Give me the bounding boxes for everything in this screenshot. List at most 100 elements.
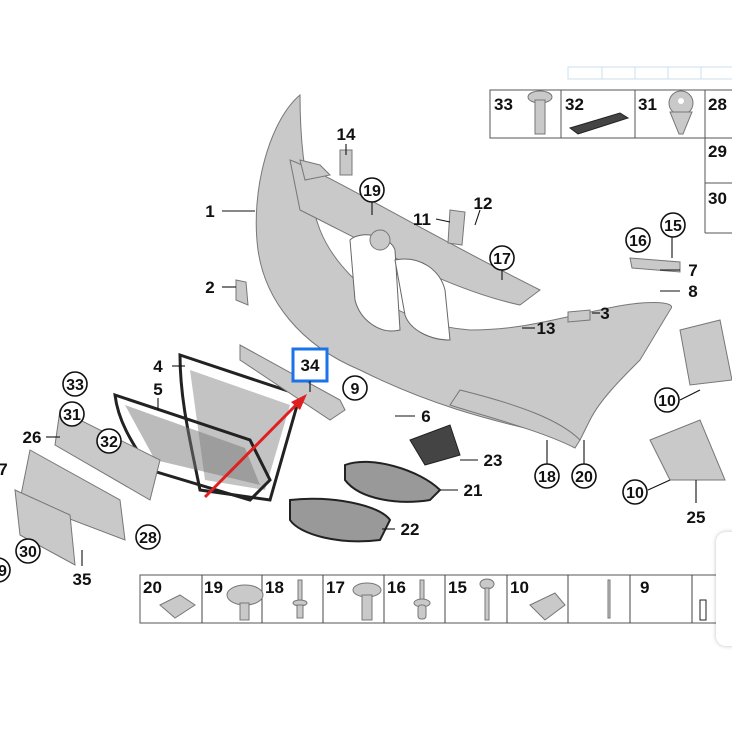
part-14 bbox=[339, 149, 353, 176]
plain-callouts: 14 1 12 11 2 3 13 7 8 4 5 6 23 21 22 26 … bbox=[0, 125, 705, 589]
callout-26: 26 bbox=[23, 428, 42, 447]
circled-callouts: 19 17 16 15 9 10 10 18 20 33 31 32 28 30… bbox=[0, 177, 686, 583]
callout-30: 30 bbox=[15, 538, 41, 564]
callout-22: 22 bbox=[401, 520, 420, 539]
svg-text:10: 10 bbox=[658, 393, 676, 410]
highlight-callout-34[interactable]: 34 bbox=[291, 347, 329, 392]
callout-28: 28 bbox=[135, 524, 161, 550]
screw-washer-icon bbox=[226, 584, 264, 621]
svg-text:17: 17 bbox=[493, 251, 511, 268]
bottom-cell-10: 10 bbox=[510, 578, 529, 597]
callout-35: 35 bbox=[73, 570, 92, 589]
svg-text:33: 33 bbox=[66, 377, 84, 394]
callout-25: 25 bbox=[687, 508, 706, 527]
svg-text:30: 30 bbox=[19, 544, 37, 561]
callout-32: 32 bbox=[96, 428, 122, 454]
svg-text:20: 20 bbox=[575, 469, 593, 486]
callout-18: 18 bbox=[534, 463, 560, 489]
callout-13: 13 bbox=[537, 319, 556, 338]
bottom-cell-15: 15 bbox=[448, 578, 467, 597]
callout-14: 14 bbox=[337, 125, 356, 144]
bottom-parts-table: 20 19 18 17 16 15 10 9 bbox=[139, 574, 732, 624]
callout-8: 8 bbox=[688, 282, 697, 301]
side-panel[interactable] bbox=[716, 532, 732, 646]
pad-icon bbox=[568, 112, 630, 135]
callout-21: 21 bbox=[464, 481, 483, 500]
clip-icon bbox=[668, 90, 694, 135]
svg-text:19: 19 bbox=[363, 183, 381, 200]
clip-nut-icon bbox=[529, 592, 566, 621]
side-cell-29: 29 bbox=[708, 142, 727, 161]
top-cell-32: 32 bbox=[565, 95, 584, 114]
bracket-10-upper bbox=[679, 319, 732, 386]
leader-lines bbox=[46, 144, 701, 566]
svg-text:18: 18 bbox=[538, 469, 556, 486]
svg-text:16: 16 bbox=[629, 233, 647, 250]
top-parts-table: 33 32 31 28 29 30 bbox=[489, 89, 732, 234]
bottom-cell-17: 17 bbox=[326, 578, 345, 597]
callout-20: 20 bbox=[571, 463, 597, 489]
callout-16: 16 bbox=[625, 227, 651, 253]
lower-grille-center bbox=[113, 392, 272, 502]
red-arrow-icon bbox=[203, 394, 307, 499]
bracket-23 bbox=[409, 424, 461, 466]
callout-12: 12 bbox=[474, 194, 493, 213]
partial-part-icon bbox=[699, 599, 707, 621]
part-3 bbox=[567, 309, 591, 323]
part-11 bbox=[447, 209, 466, 246]
screw-icon bbox=[352, 582, 382, 621]
svg-text:10: 10 bbox=[626, 485, 644, 502]
callout-5: 5 bbox=[153, 380, 162, 399]
top-cell-28: 28 bbox=[708, 95, 727, 114]
svg-text:9: 9 bbox=[351, 381, 360, 398]
callout-19: 19 bbox=[359, 177, 385, 203]
callout-1: 1 bbox=[205, 202, 214, 221]
faint-header-strip bbox=[567, 66, 732, 80]
grille-22 bbox=[289, 497, 392, 543]
callout-3: 3 bbox=[600, 304, 609, 323]
pin-icon bbox=[607, 579, 611, 619]
bottom-cell-20: 20 bbox=[143, 578, 162, 597]
bottom-cell-18: 18 bbox=[265, 578, 284, 597]
plate-35 bbox=[14, 489, 76, 566]
fog-grille-21 bbox=[344, 460, 442, 503]
svg-text:15: 15 bbox=[664, 218, 682, 235]
callout-9: 9 bbox=[342, 375, 368, 401]
top-cell-33: 33 bbox=[494, 95, 513, 114]
part-7 bbox=[629, 257, 681, 273]
plate-26 bbox=[54, 409, 161, 501]
callout-2: 2 bbox=[205, 278, 214, 297]
callout-23: 23 bbox=[484, 451, 503, 470]
callout-29: 29 bbox=[0, 557, 11, 583]
plate-27 bbox=[19, 449, 126, 541]
svg-text:29: 29 bbox=[0, 563, 7, 580]
bottom-cell-16: 16 bbox=[387, 578, 406, 597]
callout-15: 15 bbox=[660, 212, 686, 238]
callout-7: 7 bbox=[688, 261, 697, 280]
callout-31: 31 bbox=[59, 401, 85, 427]
bottom-cell-9: 9 bbox=[640, 578, 649, 597]
svg-text:34: 34 bbox=[301, 356, 320, 375]
svg-text:32: 32 bbox=[100, 434, 118, 451]
callout-10-upper: 10 bbox=[654, 387, 680, 413]
bumper-cover bbox=[255, 93, 673, 449]
side-cell-30: 30 bbox=[708, 189, 727, 208]
callout-6: 6 bbox=[421, 407, 430, 426]
callout-4: 4 bbox=[153, 357, 163, 376]
callout-11: 11 bbox=[413, 210, 431, 229]
svg-text:28: 28 bbox=[139, 530, 157, 547]
callout-10-lower: 10 bbox=[622, 479, 648, 505]
rivet-icon bbox=[292, 579, 308, 619]
part-2 bbox=[235, 279, 249, 306]
clip-nut-icon bbox=[159, 594, 196, 619]
bolt-icon bbox=[479, 578, 495, 621]
screw-icon bbox=[527, 90, 553, 135]
callout-17: 17 bbox=[489, 245, 515, 271]
top-cell-31: 31 bbox=[638, 95, 657, 114]
bracket-10-lower bbox=[649, 419, 726, 481]
svg-text:31: 31 bbox=[63, 407, 81, 424]
bottom-cell-19: 19 bbox=[204, 578, 223, 597]
callout-33: 33 bbox=[62, 371, 88, 397]
rivet-icon bbox=[413, 579, 431, 620]
